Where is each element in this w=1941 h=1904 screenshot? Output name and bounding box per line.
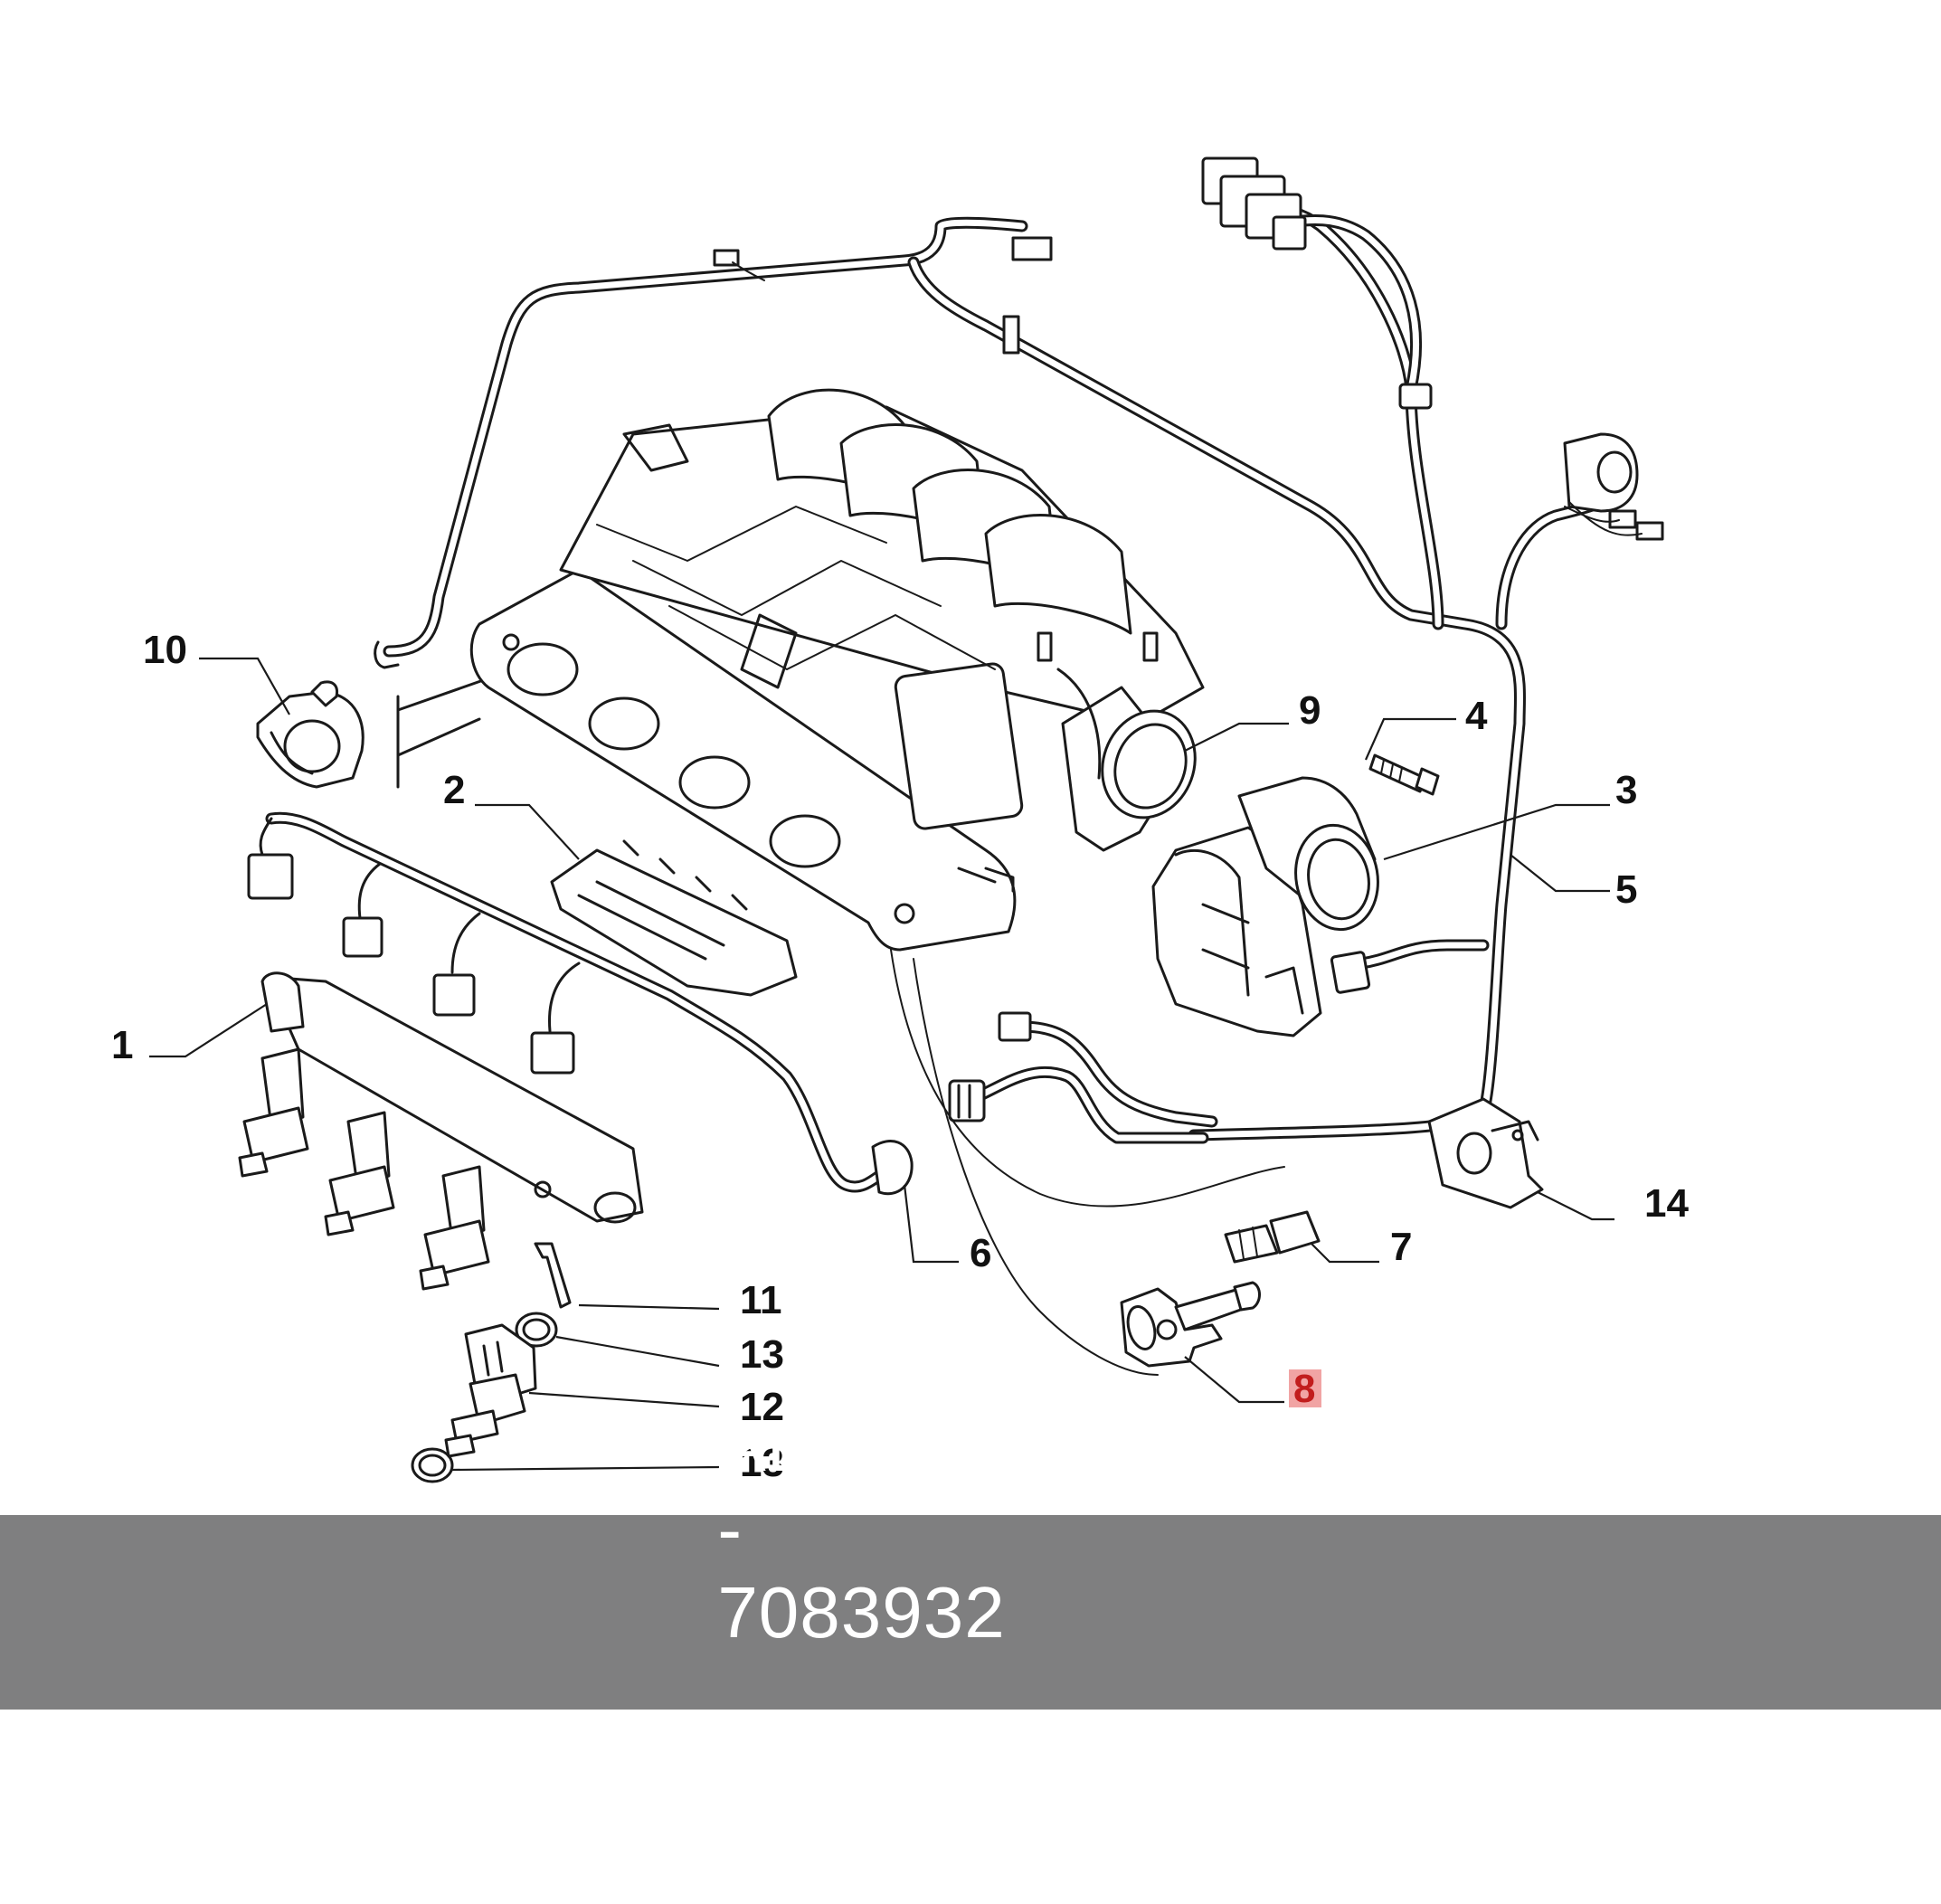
callout-7: 7 (1390, 1225, 1412, 1269)
callout-12: 12 (740, 1385, 784, 1429)
part-1-fuel-rail (238, 971, 644, 1291)
footer-bar: ALFA FIAT LANCI - 7083932 N - 8 (0, 1406, 1941, 1819)
part-9-seal-ring (1101, 709, 1197, 819)
leader-14 (1537, 1191, 1614, 1221)
callout-3: 3 (1615, 768, 1637, 812)
callout-2: 2 (443, 768, 465, 812)
callout-1: 1 (111, 1023, 133, 1067)
callouts: 1 2 3 4 5 6 7 8 9 10 11 13 12 13 14 (111, 628, 1689, 1485)
wiring-harness-top (374, 156, 1664, 1141)
callout-11: 11 (740, 1278, 782, 1322)
callout-13-upper: 13 (740, 1332, 784, 1377)
part-6-harness-loom (247, 811, 914, 1196)
callout-10: 10 (143, 628, 187, 672)
callout-13-lower: 13 (740, 1441, 784, 1485)
harness-grommet-right (1563, 432, 1664, 541)
part-14-bracket (1427, 1097, 1544, 1209)
rail-injectors (238, 1047, 490, 1291)
callout-14: 14 (1644, 1181, 1689, 1226)
leader-6 (903, 1184, 959, 1264)
callout-9: 9 (1299, 688, 1321, 733)
parts-diagram: 1 2 3 4 5 6 7 8 9 10 11 13 12 13 14 (111, 156, 1689, 1485)
part-8-sensor (1120, 1281, 1261, 1368)
part-10-elbow-hose (256, 680, 365, 789)
injector-connectors (247, 817, 581, 1075)
part-3-throttle-body (1151, 776, 1379, 1037)
callout-5: 5 (1615, 867, 1637, 912)
leader-3 (1383, 803, 1610, 861)
footer-brand: ALFA FIAT LANCI (717, 1405, 1308, 1486)
footer-part-number: 7083932 (717, 1571, 1006, 1653)
leader-10 (199, 657, 290, 715)
leader-lines (149, 657, 1614, 1472)
part-4-screw (1368, 753, 1440, 796)
leader-2 (475, 803, 580, 860)
leader-5 (1510, 854, 1610, 893)
footer-position: N - 8 (717, 1738, 879, 1819)
leader-4 (1364, 717, 1456, 761)
part-12-injector (444, 1323, 537, 1458)
callout-4: 4 (1465, 694, 1488, 738)
harness-connector-top-right (1201, 156, 1307, 251)
part-7-sensor (1224, 1210, 1321, 1264)
part-13-seal-upper (515, 1312, 558, 1348)
callout-8: 8 (1293, 1367, 1315, 1411)
leader-8 (1184, 1356, 1284, 1404)
footer-caption: ALFA FIAT LANCI - 7083932 N - 8 (633, 1321, 1307, 1904)
leader-1 (149, 1003, 268, 1058)
callout-8-highlight (1289, 1369, 1321, 1407)
leader-11 (578, 1303, 720, 1311)
leader-7 (1311, 1243, 1379, 1264)
callout-6: 6 (970, 1231, 991, 1275)
part-11-clip (534, 1242, 572, 1309)
leader-13b (451, 1465, 720, 1472)
wiring-harness-lower (890, 949, 1285, 1376)
leader-12 (528, 1391, 720, 1408)
part-2-clip-strip (550, 839, 798, 997)
leader-13a (555, 1335, 720, 1368)
footer-separator: - (717, 1488, 743, 1569)
intake-manifold (469, 315, 1205, 952)
part-13-seal-lower (411, 1447, 454, 1483)
part-5-sensor-connector (1330, 939, 1490, 994)
leader-9 (1184, 722, 1289, 752)
